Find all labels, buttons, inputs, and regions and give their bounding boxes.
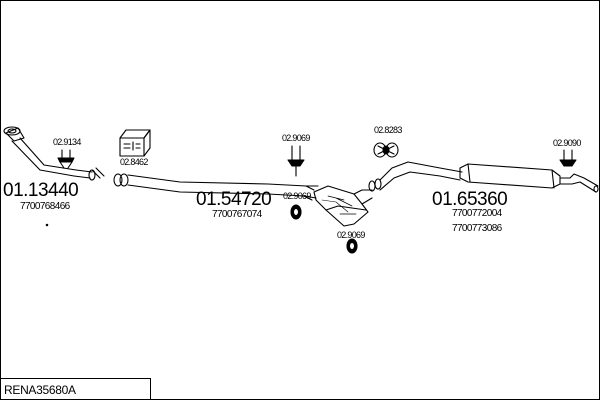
hanger-mid-lower-icon — [290, 204, 302, 220]
accessory-number-gasket-kit: 02.8462 — [120, 157, 148, 167]
hanger-rear-icon — [373, 142, 399, 158]
clamp-front-icon — [57, 149, 75, 169]
gasket-kit-icon — [119, 129, 151, 157]
rear-pipe — [368, 161, 463, 192]
accessory-number-hanger-rear: 02.8283 — [374, 125, 402, 135]
rear-silencer — [459, 163, 599, 193]
center-silencer — [313, 185, 373, 227]
front-pipe — [3, 126, 105, 181]
oem-number-rear-silencer-2: 7700773086 — [452, 223, 502, 234]
accessory-number-hanger-center: 02.9069 — [337, 230, 365, 240]
reference-box: RENA35680A — [1, 378, 151, 399]
hanger-mid-upper-icon — [287, 145, 305, 177]
part-number-middle-pipe: 01.54720 — [196, 189, 272, 210]
accessory-number-hanger-tail: 02.9090 — [553, 138, 581, 148]
oem-number-front-pipe: 7700768466 — [20, 201, 70, 212]
hanger-center-icon — [346, 238, 358, 254]
accessory-number-clamp-front: 02.9134 — [53, 137, 81, 147]
oem-number-middle-pipe: 7700767074 — [212, 209, 262, 220]
middle-pipe — [113, 173, 319, 201]
reference-code: RENA35680A — [4, 383, 76, 397]
hanger-tail-icon — [559, 149, 577, 167]
part-number-rear-silencer: 01.65360 — [432, 189, 508, 210]
accessory-number-hanger-mid-upper: 02.9069 — [282, 133, 310, 143]
dot-mark — [45, 223, 49, 227]
accessory-number-hanger-mid-lower: 02.9069 — [283, 191, 311, 201]
part-number-front-pipe: 01.13440 — [3, 180, 79, 201]
oem-number-rear-silencer-1: 7700772004 — [452, 208, 502, 219]
